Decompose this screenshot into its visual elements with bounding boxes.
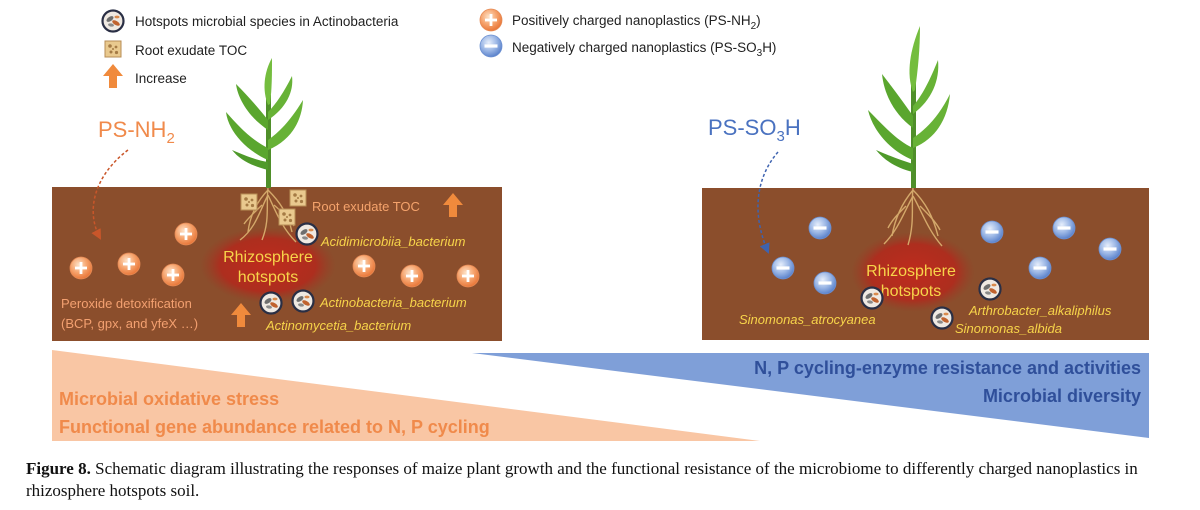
left-peroxide-label-line2: (BCP, gpx, and yfeX …): [61, 316, 198, 331]
positive-nanoplastic: [69, 256, 93, 280]
left-peroxide-label-line1: Peroxide detoxification: [61, 296, 192, 311]
left-microbe-icon-3: [291, 289, 315, 313]
left-species-actinomycetia: Actinomycetia_bacterium: [265, 318, 411, 333]
negative-nanoplastic: [1052, 216, 1076, 240]
left-ps-nh2-label: PS-NH2: [98, 117, 175, 147]
left-rhizosphere-hotspot: [200, 227, 336, 303]
left-trend-wedge: [52, 350, 760, 441]
legend-microbe-label: Hotspots microbial species in Actinobact…: [135, 14, 399, 29]
right-species-atrocyanea: Sinomonas_atrocyanea: [739, 312, 876, 327]
legend-increase-label: Increase: [135, 71, 187, 86]
negative-nanoplastic: [1028, 256, 1052, 280]
right-microbe-icon-2: [978, 277, 1002, 301]
left-hotspot-label-line1: Rhizosphere: [223, 249, 313, 266]
right-hotspot-label-line2: hotspots: [881, 283, 941, 300]
legend-positive-label: Positively charged nanoplastics (PS-NH2): [512, 13, 761, 32]
negative-charge-icon: [479, 34, 503, 58]
right-species-albida: Sinomonas_albida: [955, 321, 1062, 336]
negative-nanoplastic: [771, 256, 795, 280]
positive-nanoplastic: [117, 252, 141, 276]
right-trend-wedge: [472, 353, 1149, 438]
left-microbe-icon-2: [259, 291, 283, 315]
left-soil-panel: Root exudate TOC Rhizosphere hotspots Ac…: [52, 58, 502, 341]
positive-nanoplastic: [352, 254, 376, 278]
left-microbe-icon-1: [295, 222, 319, 246]
right-soil-panel: Rhizosphere hotspots Sinomonas_atrocyane…: [702, 26, 1149, 340]
right-roots: [883, 187, 943, 247]
left-root-toc-label: Root exudate TOC: [312, 199, 420, 214]
left-wedge-line2: Functional gene abundance related to N, …: [59, 417, 490, 437]
right-microbe-icon-3: [930, 306, 954, 330]
right-microbe-icon-1: [860, 286, 884, 310]
legend-toc-label: Root exudate TOC: [135, 43, 247, 58]
left-species-acidimicrobiia: Acidimicrobiia_bacterium: [320, 234, 466, 249]
diagram-canvas: Hotspots microbial species in Actinobact…: [52, 8, 1149, 441]
positive-charge-icon: [479, 8, 503, 32]
toc-icon: [104, 40, 122, 58]
right-entry-arrow: [757, 151, 779, 254]
positive-nanoplastic: [400, 264, 424, 288]
right-hotspot-label-line1: Rhizosphere: [866, 263, 956, 280]
left-toc-square-3: [278, 208, 296, 226]
left-species-actinobacteria: Actinobacteria_bacterium: [319, 295, 467, 310]
left-entry-arrow: [91, 149, 129, 240]
right-rhizosphere-hotspot: [851, 232, 975, 312]
negative-nanoplastic: [980, 220, 1004, 244]
right-wedge-line1: N, P cycling-enzyme resistance and activ…: [754, 358, 1141, 378]
negative-nanoplastic: [813, 271, 837, 295]
right-wedge-line2: Microbial diversity: [983, 386, 1141, 406]
positive-nanoplastic: [456, 264, 480, 288]
positive-nanoplastic: [161, 263, 185, 287]
left-maize-plant: [226, 58, 303, 188]
legend-negative-label: Negatively charged nanoplastics (PS-SO3H…: [512, 40, 776, 59]
left-toc-square-2: [289, 189, 307, 207]
left-toc-square-1: [240, 193, 258, 211]
positive-nanoplastic: [174, 222, 198, 246]
left-wedge-line1: Microbial oxidative stress: [59, 389, 279, 409]
microbe-icon: [101, 9, 125, 33]
right-maize-plant: [868, 26, 950, 188]
negative-nanoplastic: [808, 216, 832, 240]
figure-label: Figure 8.: [26, 459, 91, 478]
left-hotspot-label-line2: hotspots: [238, 269, 298, 286]
right-ps-so3h-label: PS-SO3H: [708, 115, 801, 145]
figure-caption: Figure 8. Schematic diagram illustrating…: [26, 458, 1191, 502]
legend: Hotspots microbial species in Actinobact…: [101, 8, 776, 88]
right-species-alkaliphilus: Arthrobacter_alkaliphilus: [968, 303, 1112, 318]
figure-caption-text: Schematic diagram illustrating the respo…: [26, 459, 1138, 500]
increase-arrow-icon: [103, 64, 123, 88]
negative-nanoplastic: [1098, 237, 1122, 261]
